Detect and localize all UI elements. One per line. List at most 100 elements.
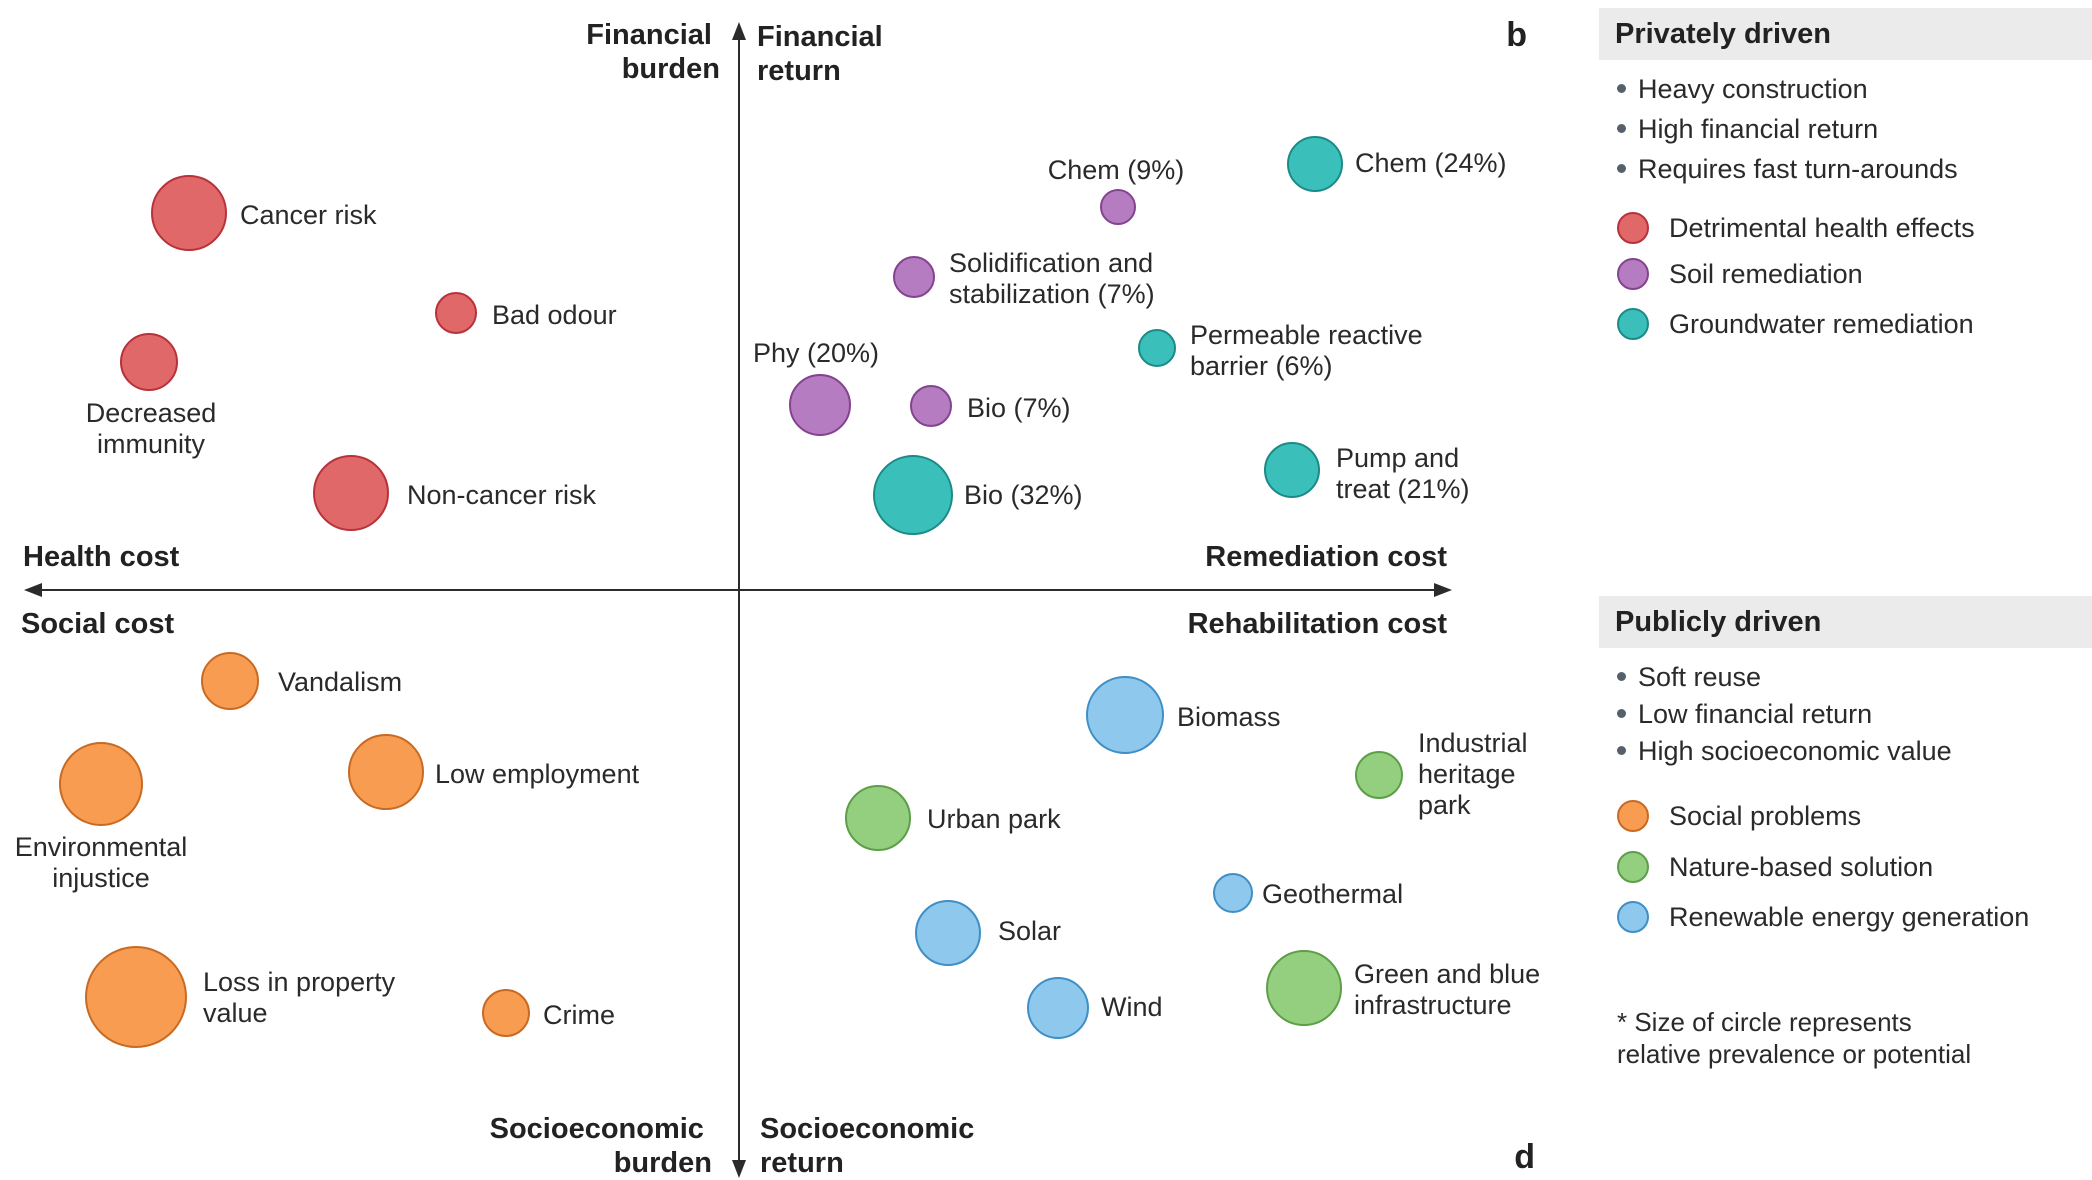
non-cancer-risk-circle xyxy=(313,455,389,531)
axis-label-remediation-cost: Remediation cost xyxy=(1205,541,1447,573)
pump-and-treat-circle xyxy=(1264,442,1320,498)
arrow-left-icon xyxy=(24,583,42,597)
panel-letter-b: b xyxy=(1506,16,1527,54)
bullet-dot-icon xyxy=(1617,164,1626,174)
biomass-circle xyxy=(1086,676,1164,754)
phy-20-circle xyxy=(789,374,851,436)
green-and-blue-infrastructure-circle xyxy=(1266,950,1342,1026)
axis-label-financial-burden: Financial burden xyxy=(586,19,720,85)
size-note: * Size of circle represents relative pre… xyxy=(1617,1007,1972,1069)
cancer-risk-circle xyxy=(151,175,227,251)
node-bio-7: Bio (7%) xyxy=(910,385,1071,427)
vandalism-label: Vandalism xyxy=(278,667,402,697)
bio-32-circle xyxy=(873,455,953,535)
arrow-down-icon xyxy=(732,1160,746,1178)
bullet-item: Heavy construction xyxy=(1617,74,1868,105)
bio-32-label: Bio (32%) xyxy=(964,480,1083,510)
axis-label-socioeconomic-burden: Socioeconomic burden xyxy=(490,1113,712,1179)
health-swatch-icon xyxy=(1617,212,1649,244)
solar-circle xyxy=(915,900,981,966)
cancer-risk-label: Cancer risk xyxy=(240,200,377,230)
node-urban-park: Urban park xyxy=(845,785,1061,851)
non-cancer-risk-label: Non-cancer risk xyxy=(407,480,597,510)
quadrant-diagram: Financial burden Financial return Socioe… xyxy=(15,16,1540,1179)
axis-label-social-cost: Social cost xyxy=(21,608,174,640)
chem-9-label: Chem (9%) xyxy=(1048,155,1185,185)
energy-swatch-icon xyxy=(1617,901,1649,933)
node-solar: Solar xyxy=(915,900,1061,966)
chem-9-circle xyxy=(1100,189,1136,225)
bullet-item: Soft reuse xyxy=(1617,662,1761,693)
publicly-driven-title: Publicly driven xyxy=(1599,596,2092,648)
bullet-item: High financial return xyxy=(1617,114,1878,145)
node-phy-20: Phy (20%) xyxy=(753,338,879,436)
node-low-employment: Low employment xyxy=(348,734,640,810)
chem-24-label: Chem (24%) xyxy=(1355,148,1507,178)
node-bad-odour: Bad odour xyxy=(435,292,617,334)
low-employment-label: Low employment xyxy=(435,759,640,789)
bad-odour-circle xyxy=(435,292,477,334)
axis-label-socioeconomic-return: Socioeconomic return xyxy=(760,1113,982,1179)
urban-park-circle xyxy=(845,785,911,851)
node-geothermal: Geothermal xyxy=(1213,873,1403,913)
environmental-injustice-circle xyxy=(59,742,143,826)
groundwater-swatch-icon xyxy=(1617,308,1649,340)
social-swatch-icon xyxy=(1617,800,1649,832)
industrial-heritage-park-circle xyxy=(1355,751,1403,799)
bullet-dot-icon xyxy=(1617,709,1626,719)
low-employment-circle xyxy=(348,734,424,810)
axes xyxy=(24,22,1452,1178)
geothermal-circle xyxy=(1213,873,1253,913)
bio-7-circle xyxy=(910,385,952,427)
node-wind: Wind xyxy=(1027,977,1163,1039)
bullet-item: High socioeconomic value xyxy=(1617,736,1952,767)
geothermal-label: Geothermal xyxy=(1262,879,1403,909)
bullet-dot-icon xyxy=(1617,746,1626,756)
node-vandalism: Vandalism xyxy=(201,652,402,710)
solidification-circle xyxy=(893,256,935,298)
decreased-immunity-circle xyxy=(120,333,178,391)
panel-letter-d: d xyxy=(1514,1138,1535,1176)
node-chem-9: Chem (9%) xyxy=(1048,155,1185,225)
axis-label-rehabilitation-cost: Rehabilitation cost xyxy=(1188,608,1448,640)
urban-park-label: Urban park xyxy=(927,804,1061,834)
loss-in-property-value-circle xyxy=(85,946,187,1048)
chem-24-circle xyxy=(1287,136,1343,192)
arrow-up-icon xyxy=(732,22,746,40)
node-non-cancer-risk: Non-cancer risk xyxy=(313,455,597,531)
node-biomass: Biomass xyxy=(1086,676,1281,754)
soil-swatch-icon xyxy=(1617,258,1649,290)
axis-label-health-cost: Health cost xyxy=(23,541,180,573)
nature-swatch-icon xyxy=(1617,851,1649,883)
privately-driven-title: Privately driven xyxy=(1599,8,2092,60)
node-bio-32: Bio (32%) xyxy=(873,455,1083,535)
vandalism-circle xyxy=(201,652,259,710)
solar-label: Solar xyxy=(998,916,1061,946)
crime-label: Crime xyxy=(543,1000,615,1030)
phy-20-label: Phy (20%) xyxy=(753,338,879,368)
wind-circle xyxy=(1027,977,1089,1039)
permeable-reactive-barrier-circle xyxy=(1138,329,1176,367)
bullet-item: Requires fast turn-arounds xyxy=(1617,154,1958,185)
axis-label-financial-return: Financial return xyxy=(757,21,891,87)
publicly-driven-legend: Publicly driven Soft reuse Low financial… xyxy=(1599,596,2092,1069)
bullet-item: Low financial return xyxy=(1617,699,1872,730)
arrow-right-icon xyxy=(1434,583,1452,597)
node-crime: Crime xyxy=(482,989,615,1037)
